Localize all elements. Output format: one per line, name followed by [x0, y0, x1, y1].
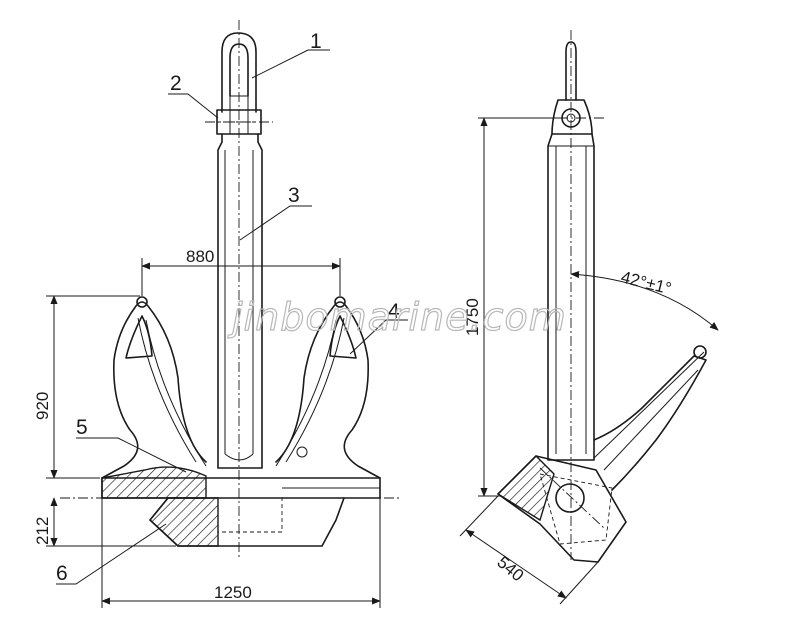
dim-920: 920 [33, 392, 52, 420]
side-shank [547, 133, 595, 461]
shank [217, 133, 263, 469]
callout-3: 3 [288, 184, 300, 207]
callout-6: 6 [56, 562, 68, 585]
watermark: jinbomarine.com [227, 295, 567, 339]
right-fluke [275, 301, 381, 479]
callout-2: 2 [170, 72, 182, 95]
shackle [221, 32, 257, 113]
crown-section-lower [149, 497, 219, 547]
callout-4: 4 [388, 300, 400, 323]
side-fluke [593, 355, 707, 491]
dim-1250: 1250 [214, 583, 252, 602]
callout-5: 5 [76, 416, 88, 439]
crown-pin [555, 483, 585, 513]
side-crown-section [496, 455, 555, 522]
left-fluke [101, 301, 207, 479]
crown-section-left [101, 466, 207, 499]
crown-hidden [217, 497, 283, 533]
front-view: 880 920 212 1250 1 2 3 4 5 6 [33, 20, 408, 608]
dim-880: 880 [186, 247, 214, 266]
dim-212: 212 [33, 517, 52, 545]
side-shackle [565, 41, 577, 101]
callout-1: 1 [310, 30, 322, 53]
dim-angle: 42°±1° [619, 267, 673, 298]
dim-1750: 1750 [463, 298, 482, 336]
dim-540: 540 [493, 553, 527, 586]
